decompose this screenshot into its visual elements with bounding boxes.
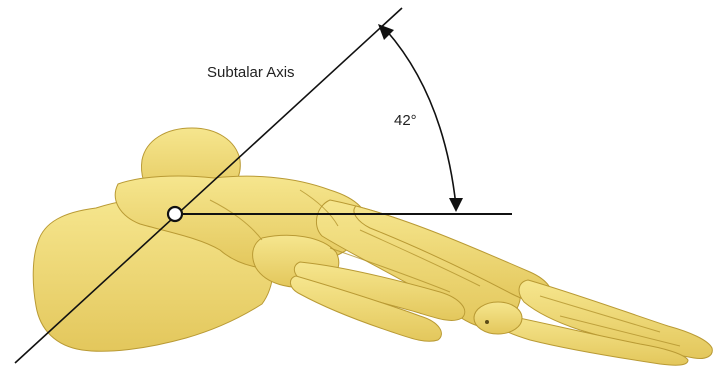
metatarsal-head bbox=[474, 302, 522, 334]
sesamoid-dot bbox=[485, 320, 489, 324]
subtalar-axis-label: Subtalar Axis bbox=[207, 64, 295, 81]
arrowhead-bottom bbox=[449, 198, 463, 212]
joint-center-marker bbox=[168, 207, 182, 221]
angle-value-label: 42° bbox=[394, 112, 417, 129]
foot-skeleton bbox=[33, 128, 712, 365]
